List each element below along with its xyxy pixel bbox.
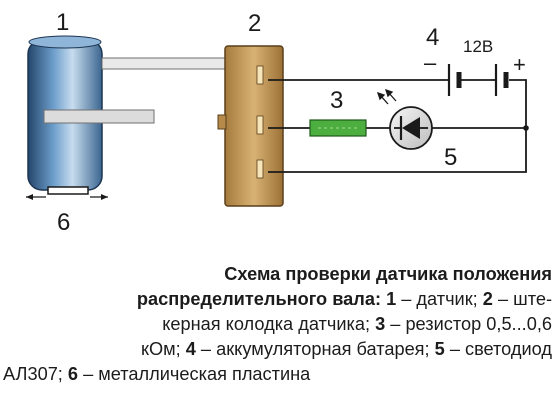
- caption-num-1: 1: [386, 289, 397, 309]
- label-resistor: 3: [330, 87, 343, 114]
- circuit-diagram: 1 2 4 12В 3 5 6: [26, 9, 529, 236]
- caption-line-4: кОм; 4 – аккумуляторная батарея; 5 – све…: [0, 337, 552, 362]
- connector-block: [217, 45, 284, 207]
- caption-text-4b: – аккумуляторная батарея;: [195, 339, 435, 359]
- label-plate: 6: [57, 209, 70, 236]
- caption-text-5a: АЛ307;: [3, 364, 68, 384]
- battery: [447, 64, 509, 96]
- caption-line-5: АЛ307; 6 – металлическая пластина: [0, 362, 552, 387]
- led: [389, 106, 433, 150]
- caption-num-5: 5: [434, 339, 445, 359]
- caption-num-6: 6: [67, 364, 79, 384]
- label-led: 5: [444, 144, 457, 171]
- metal-plate: [26, 186, 108, 200]
- battery-plus-sign: +: [513, 52, 526, 77]
- caption-line2-prefix: распределительного вала:: [136, 289, 387, 309]
- caption-text-3a: керная колодка датчика;: [162, 314, 376, 334]
- caption-text-3b: – резистор 0,5...0,6: [385, 314, 552, 334]
- caption-num-3: 3: [375, 314, 386, 334]
- resistor: [309, 119, 367, 137]
- circuit-wires: [268, 79, 527, 173]
- caption-num-2: 2: [482, 289, 493, 309]
- caption-line-2: распределительного вала: 1 – датчик; 2 –…: [0, 287, 552, 312]
- caption-text-4a: кОм;: [141, 339, 186, 359]
- label-voltage: 12В: [463, 37, 493, 56]
- sensor-cable: [43, 57, 231, 124]
- caption-text-4c: – светодиод: [444, 339, 552, 359]
- light-emission-arrows-icon: [376, 88, 397, 105]
- caption-text-1: – датчик;: [396, 289, 483, 309]
- caption-num-4: 4: [185, 339, 196, 359]
- label-connector: 2: [248, 10, 261, 37]
- caption-text-2: – ште-: [492, 289, 552, 309]
- caption-title: Схема проверки датчика положения: [224, 264, 552, 284]
- wire-junction: [523, 125, 529, 131]
- caption-line-3: керная колодка датчика; 3 – резистор 0,5…: [0, 312, 552, 337]
- caption-text-5b: – металлическая пластина: [78, 364, 311, 384]
- label-battery: 4: [426, 24, 439, 51]
- label-sensor: 1: [56, 9, 69, 36]
- battery-minus-sign: –: [424, 50, 437, 75]
- figure-caption: Схема проверки датчика положения распред…: [0, 262, 552, 402]
